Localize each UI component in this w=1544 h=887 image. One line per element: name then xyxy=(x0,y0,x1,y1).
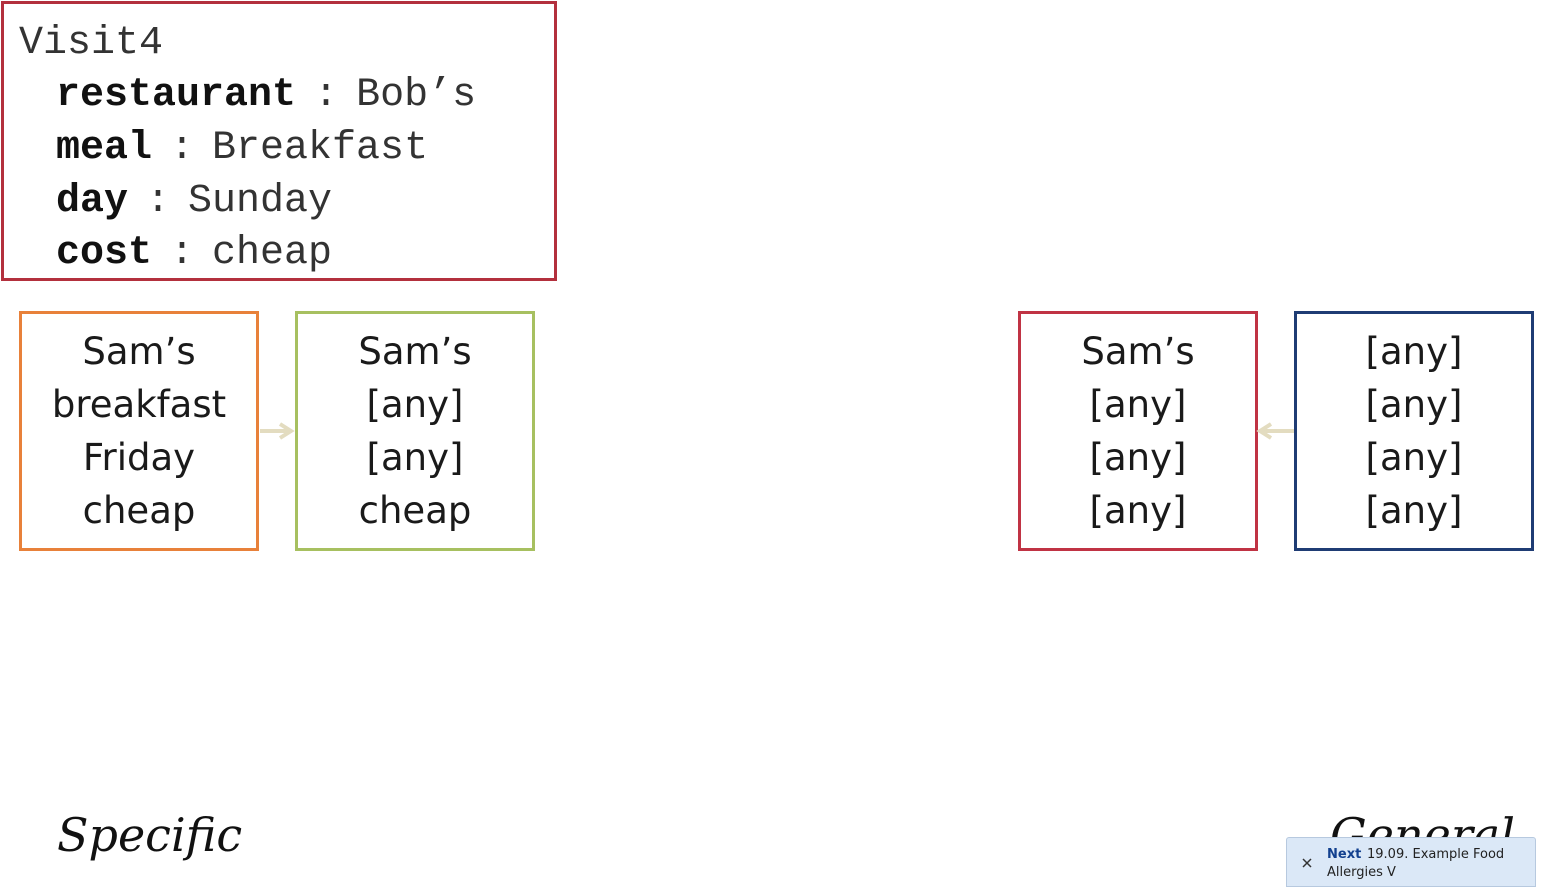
hypothesis-value: Friday xyxy=(82,436,196,479)
hypothesis-value: Sam’s xyxy=(358,330,472,373)
hypothesis-value: [any] xyxy=(1089,489,1187,532)
visit-key: meal xyxy=(56,126,153,171)
visit-value: Breakfast xyxy=(212,126,429,171)
visit-value: Sunday xyxy=(188,179,333,224)
hypothesis-value: [any] xyxy=(1365,436,1463,479)
hypothesis-value: Sam’s xyxy=(82,330,196,373)
hypothesis-box-specific-2: Sam’s [any] [any] cheap xyxy=(295,311,535,551)
hypothesis-value: [any] xyxy=(1365,330,1463,373)
visit-separator: : xyxy=(314,73,339,118)
next-lecture-title[interactable]: 19.09. Example Food xyxy=(1367,847,1505,862)
visit-card: Visit4 restaurant: Bob’s meal: Breakfast d… xyxy=(1,1,557,281)
hypothesis-value: [any] xyxy=(1089,383,1187,426)
visit-key: day xyxy=(56,179,129,224)
visit-separator: : xyxy=(170,126,195,171)
visit-row-meal: meal: Breakfast xyxy=(56,125,428,173)
visit-key: restaurant xyxy=(56,73,297,118)
hypothesis-box-general-2: Sam’s [any] [any] [any] xyxy=(1018,311,1258,551)
hypothesis-value: [any] xyxy=(366,436,464,479)
arrow-right-icon xyxy=(260,422,295,440)
hypothesis-value: Sam’s xyxy=(1081,330,1195,373)
specific-label: Specific xyxy=(57,808,243,862)
visit-title: Visit4 xyxy=(19,21,164,66)
visit-separator: : xyxy=(146,179,171,224)
next-lecture-popup[interactable]: Next 19.09. Example Food Allergies V xyxy=(1286,837,1536,887)
visit-row-day: day: Sunday xyxy=(56,178,332,226)
hypothesis-value: [any] xyxy=(1365,489,1463,532)
visit-value: Bob’s xyxy=(356,73,477,118)
hypothesis-value: [any] xyxy=(1365,383,1463,426)
visit-value: cheap xyxy=(212,231,333,276)
next-lecture-title-line2[interactable]: Allergies V xyxy=(1327,865,1396,880)
next-label: Next xyxy=(1327,847,1362,862)
hypothesis-value: cheap xyxy=(82,489,196,532)
visit-key: cost xyxy=(56,231,153,276)
visit-row-cost: cost: cheap xyxy=(56,230,332,278)
close-icon[interactable] xyxy=(1299,855,1315,871)
hypothesis-value: cheap xyxy=(358,489,472,532)
hypothesis-value: [any] xyxy=(366,383,464,426)
hypothesis-value: [any] xyxy=(1089,436,1187,479)
visit-separator: : xyxy=(170,231,195,276)
arrow-left-icon xyxy=(1256,422,1295,440)
visit-row-restaurant: restaurant: Bob’s xyxy=(56,72,476,120)
hypothesis-box-general-1: [any] [any] [any] [any] xyxy=(1294,311,1534,551)
hypothesis-value: breakfast xyxy=(51,383,227,426)
hypothesis-box-specific-1: Sam’s breakfast Friday cheap xyxy=(19,311,259,551)
